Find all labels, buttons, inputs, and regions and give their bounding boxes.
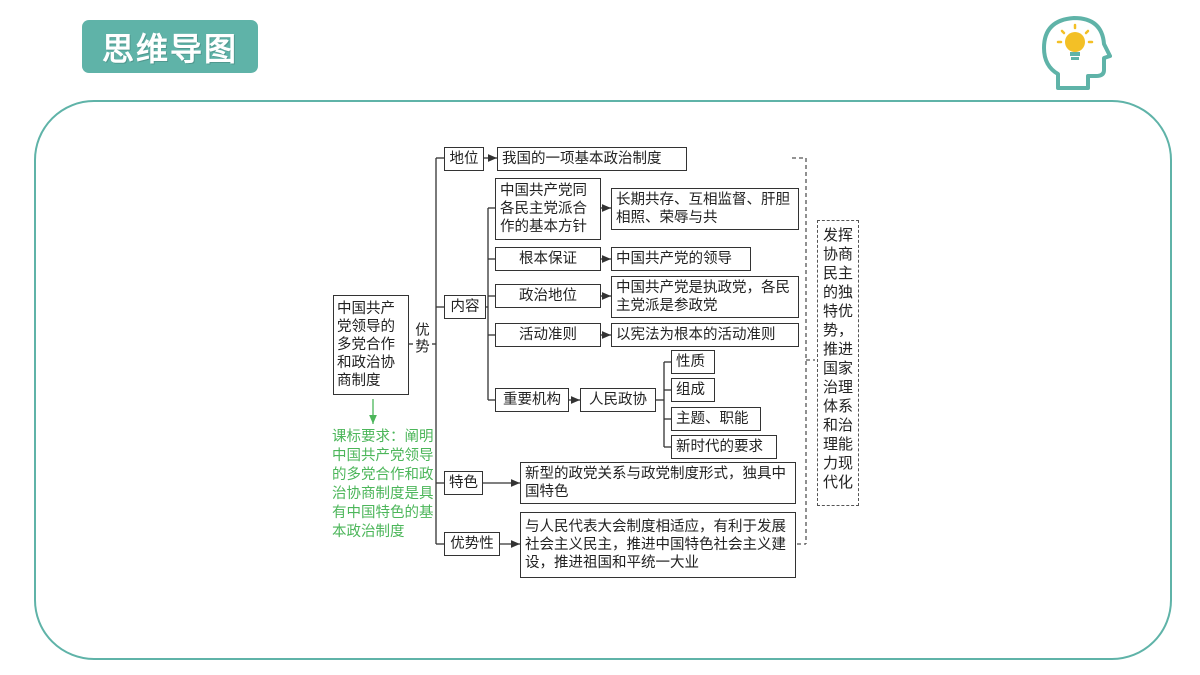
node-diwei-label: 地位 — [449, 151, 479, 167]
node-neirong-item-3: 政治地位 — [495, 284, 601, 308]
node-jigou-value: 人民政协 — [580, 388, 656, 412]
node-diwei-value-text: 我国的一项基本政治制度 — [502, 151, 662, 167]
node-jigou-label: 重要机构 — [503, 392, 561, 408]
node-jigou-sub-3-text: 主题、职能 — [676, 411, 749, 427]
node-diwei-value: 我国的一项基本政治制度 — [497, 147, 687, 171]
curriculum-requirement: 课标要求：阐明中国共产党领导的多党合作和政治协商制度是具有中国特色的基本政治制度 — [332, 429, 434, 540]
node-jigou-sub-4: 新时代的要求 — [671, 435, 777, 459]
node-neirong-item-3-label: 政治地位 — [519, 288, 577, 304]
node-neirong-item-2-label: 根本保证 — [519, 251, 577, 267]
node-neirong-item-3-value: 中国共产党是执政党，各民主党派是参政党 — [611, 276, 799, 318]
node-neirong-item-3-value-text: 中国共产党是执政党，各民主党派是参政党 — [616, 280, 790, 314]
node-jigou-sub-2: 组成 — [671, 378, 715, 402]
node-neirong-label: 内容 — [450, 299, 480, 315]
node-neirong-item-1-label: 中国共产党同各民主党派合作的基本方针 — [500, 183, 587, 235]
node-neirong-item-1: 中国共产党同各民主党派合作的基本方针 — [495, 178, 601, 240]
node-jigou-sub-4-text: 新时代的要求 — [676, 439, 763, 455]
summary-text: 发挥协商民主的独特优势，推进国家治理体系和治理能力现代化 — [822, 226, 853, 491]
node-neirong-item-4-label: 活动准则 — [519, 327, 577, 343]
node-youshixing-value-text: 与人民代表大会制度相适应，有利于发展社会主义民主，推进中国特色社会主义建设，推进… — [525, 519, 786, 571]
node-diwei: 地位 — [444, 147, 484, 171]
root-node-text: 中国共产党领导的多党合作和政治协商制度 — [337, 301, 395, 389]
page-title: 思维导图 — [82, 20, 258, 73]
summary-box: 发挥协商民主的独特优势，推进国家治理体系和治理能力现代化 — [817, 220, 859, 506]
node-tese-value: 新型的政党关系与政党制度形式，独具中国特色 — [520, 462, 796, 504]
node-neirong-item-2-value-text: 中国共产党的领导 — [616, 251, 732, 267]
lightbulb-head-icon — [1042, 16, 1112, 90]
node-neirong-item-2-value: 中国共产党的领导 — [611, 247, 751, 271]
node-jigou: 重要机构 — [495, 388, 569, 412]
node-youshixing-label: 优势性 — [450, 536, 494, 552]
node-jigou-sub-3: 主题、职能 — [671, 407, 761, 431]
node-neirong-item-1-value: 长期共存、互相监督、肝胆相照、荣辱与共 — [611, 188, 799, 230]
node-neirong-item-4-value-text: 以宪法为根本的活动准则 — [616, 327, 776, 343]
node-jigou-value-text: 人民政协 — [589, 392, 647, 408]
node-tese: 特色 — [444, 471, 483, 495]
node-neirong-item-4-value: 以宪法为根本的活动准则 — [611, 323, 799, 347]
root-node: 中国共产党领导的多党合作和政治协商制度 — [333, 295, 409, 395]
branch-label: 优势 — [413, 322, 429, 355]
node-tese-value-text: 新型的政党关系与政党制度形式，独具中国特色 — [525, 466, 786, 500]
node-neirong-item-4: 活动准则 — [495, 323, 601, 347]
node-jigou-sub-1: 性质 — [671, 350, 715, 374]
node-tese-label: 特色 — [449, 475, 478, 491]
node-neirong-item-1-value-text: 长期共存、互相监督、肝胆相照、荣辱与共 — [616, 192, 790, 226]
content-frame — [34, 100, 1172, 660]
node-jigou-sub-1-text: 性质 — [676, 354, 705, 370]
node-youshixing: 优势性 — [444, 532, 500, 556]
node-jigou-sub-2-text: 组成 — [676, 382, 705, 398]
node-neirong-item-2: 根本保证 — [495, 247, 601, 271]
node-youshixing-value: 与人民代表大会制度相适应，有利于发展社会主义民主，推进中国特色社会主义建设，推进… — [520, 512, 796, 578]
node-neirong: 内容 — [444, 295, 486, 319]
